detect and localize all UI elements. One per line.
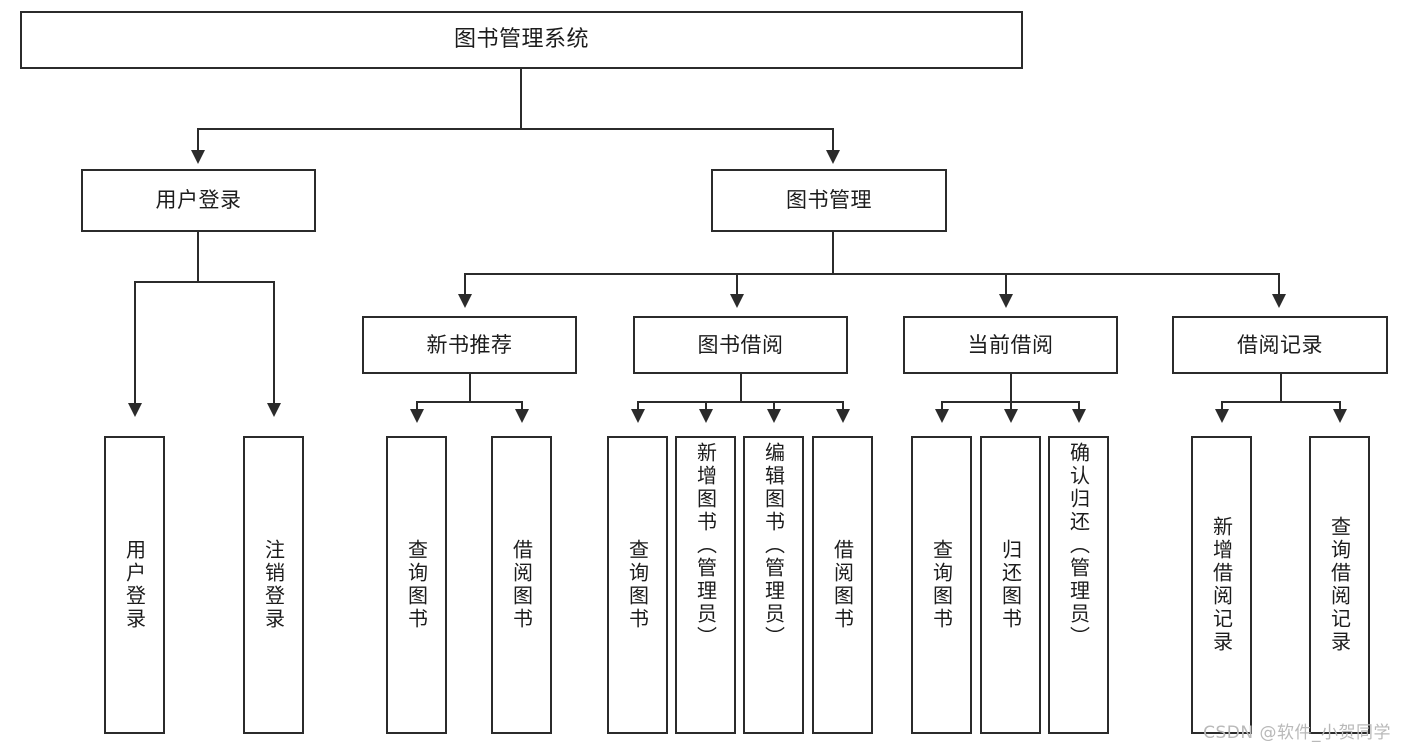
- arrowhead-leaf-edit-book: [767, 409, 781, 423]
- node-user-login[interactable]: 用户登录: [81, 169, 316, 232]
- arrowhead-current-borrow: [999, 294, 1013, 308]
- connector-book-borrow-bus: [637, 401, 843, 403]
- node-leaf-return-book[interactable]: 归还图书: [980, 436, 1041, 734]
- connector-new-book-recommend-bus: [416, 401, 522, 403]
- node-current-borrow[interactable]: 当前借阅: [903, 316, 1118, 374]
- connector-root-to-user-login: [197, 128, 199, 150]
- connector-to-new-book-recommend: [464, 273, 466, 294]
- connector-root-bus: [197, 128, 833, 130]
- node-borrow-record[interactable]: 借阅记录: [1172, 316, 1388, 374]
- arrowhead-leaf-logout-login: [267, 403, 281, 417]
- node-book-borrow[interactable]: 图书借阅: [633, 316, 848, 374]
- connector-bb-drop-2: [705, 401, 707, 409]
- arrowhead-book-manage: [826, 150, 840, 164]
- node-leaf-borrow-book-2[interactable]: 借阅图书: [812, 436, 873, 734]
- node-label: 图书借阅: [697, 332, 784, 357]
- node-leaf-query-book-1[interactable]: 查询图书: [386, 436, 447, 734]
- connector-root-stem: [520, 69, 522, 129]
- node-label: 借阅图书: [830, 539, 855, 631]
- arrowhead-leaf-borrow-book-1: [515, 409, 529, 423]
- connector-current-borrow-stem: [1010, 374, 1012, 402]
- node-leaf-user-login[interactable]: 用户登录: [104, 436, 165, 734]
- arrowhead-new-book-recommend: [458, 294, 472, 308]
- arrowhead-leaf-return-book: [1004, 409, 1018, 423]
- arrowhead-leaf-user-login: [128, 403, 142, 417]
- node-label: 编辑图书（管理员）: [761, 442, 786, 649]
- node-leaf-borrow-book-1[interactable]: 借阅图书: [491, 436, 552, 734]
- node-label: 注销登录: [261, 539, 286, 631]
- connector-root-to-book-manage: [832, 128, 834, 150]
- node-label: 归还图书: [998, 539, 1023, 631]
- arrowhead-book-borrow: [730, 294, 744, 308]
- connector-to-current-borrow: [1005, 273, 1007, 294]
- connector-book-borrow-stem: [740, 374, 742, 402]
- node-label: 借阅记录: [1237, 332, 1323, 357]
- connector-bb-drop-1: [637, 401, 639, 409]
- node-new-book-recommend[interactable]: 新书推荐: [362, 316, 577, 374]
- node-label: 查询图书: [929, 539, 954, 631]
- node-leaf-query-record[interactable]: 查询借阅记录: [1309, 436, 1370, 734]
- arrowhead-leaf-query-book-1: [410, 409, 424, 423]
- connector-bb-drop-4: [842, 401, 844, 409]
- arrowhead-leaf-confirm-return: [1072, 409, 1086, 423]
- node-leaf-logout-login[interactable]: 注销登录: [243, 436, 304, 734]
- connector-br-drop-2: [1339, 401, 1341, 409]
- connector-user-login-right-drop: [273, 281, 275, 403]
- node-label: 用户登录: [155, 188, 242, 213]
- node-label: 新书推荐: [426, 332, 513, 357]
- csdn-watermark: CSDN @软件_小贺同学: [1203, 723, 1391, 743]
- connector-to-borrow-record: [1278, 273, 1280, 294]
- connector-cb-drop-1: [941, 401, 943, 409]
- connector-br-drop-1: [1221, 401, 1223, 409]
- node-leaf-edit-book[interactable]: 编辑图书（管理员）: [743, 436, 804, 734]
- connector-user-login-stem: [197, 232, 199, 282]
- arrowhead-user-login: [191, 150, 205, 164]
- arrowhead-leaf-borrow-book-2: [836, 409, 850, 423]
- node-leaf-add-record[interactable]: 新增借阅记录: [1191, 436, 1252, 734]
- node-label: 查询图书: [404, 539, 429, 631]
- node-label: 新增图书（管理员）: [693, 442, 718, 649]
- node-leaf-query-book-3[interactable]: 查询图书: [911, 436, 972, 734]
- connector-user-login-bus: [134, 281, 274, 283]
- connector-cb-drop-2: [1010, 401, 1012, 409]
- connector-nbr-drop-2: [521, 401, 523, 409]
- node-leaf-add-book[interactable]: 新增图书（管理员）: [675, 436, 736, 734]
- connector-book-manage-stem: [832, 232, 834, 274]
- connector-borrow-record-stem: [1280, 374, 1282, 402]
- connector-user-login-left-drop: [134, 281, 136, 403]
- node-label: 借阅图书: [509, 539, 534, 631]
- connector-bb-drop-3: [773, 401, 775, 409]
- node-leaf-query-book-2[interactable]: 查询图书: [607, 436, 668, 734]
- node-book-manage[interactable]: 图书管理: [711, 169, 947, 232]
- connector-cb-drop-3: [1078, 401, 1080, 409]
- connector-new-book-recommend-stem: [469, 374, 471, 402]
- arrowhead-leaf-query-book-3: [935, 409, 949, 423]
- arrowhead-leaf-query-book-2: [631, 409, 645, 423]
- arrowhead-borrow-record: [1272, 294, 1286, 308]
- connector-to-book-borrow: [736, 273, 738, 294]
- node-label: 查询图书: [625, 539, 650, 631]
- node-root-book-management-system[interactable]: 图书管理系统: [20, 11, 1023, 69]
- node-label: 用户登录: [122, 539, 147, 631]
- connector-borrow-record-bus: [1221, 401, 1340, 403]
- node-label: 新增借阅记录: [1209, 516, 1234, 654]
- node-leaf-confirm-return[interactable]: 确认归还（管理员）: [1048, 436, 1109, 734]
- node-label: 当前借阅: [967, 332, 1054, 357]
- arrowhead-leaf-query-record: [1333, 409, 1347, 423]
- connector-book-manage-bus: [464, 273, 1279, 275]
- node-label: 确认归还（管理员）: [1066, 442, 1091, 649]
- node-label: 查询借阅记录: [1327, 516, 1352, 654]
- arrowhead-leaf-add-book: [699, 409, 713, 423]
- node-label: 图书管理: [786, 188, 872, 213]
- connector-nbr-drop-1: [416, 401, 418, 409]
- arrowhead-leaf-add-record: [1215, 409, 1229, 423]
- node-label: 图书管理系统: [453, 27, 589, 53]
